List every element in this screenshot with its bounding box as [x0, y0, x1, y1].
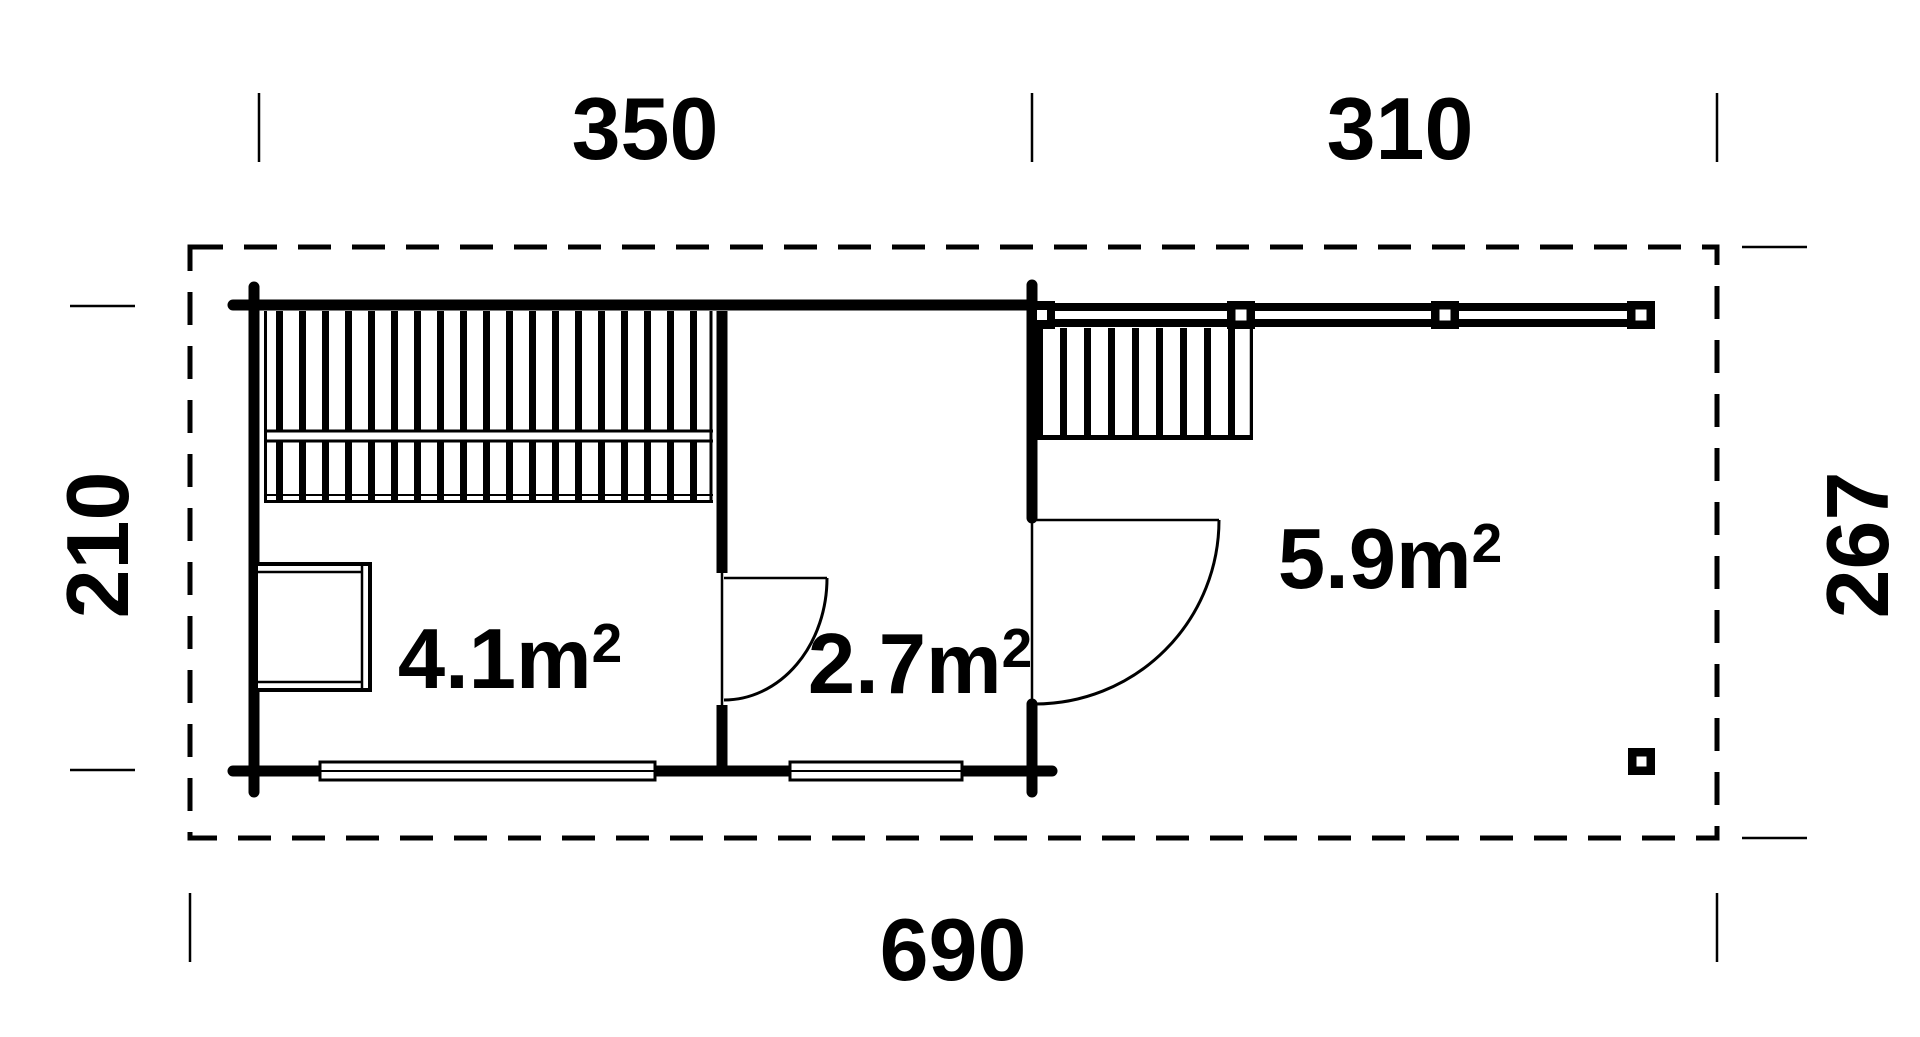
dimension-ticks	[70, 93, 1807, 962]
room-label-sauna-sup: 2	[592, 612, 623, 674]
room-label-terrace: 5.9m2	[1278, 512, 1502, 607]
room-label-sauna: 4.1m2	[398, 612, 622, 707]
dimension-label-right: 267	[1808, 472, 1907, 619]
terrace-corner-post	[1628, 748, 1655, 775]
room-label-terrace-base: 5.9m	[1278, 512, 1472, 607]
dimension-label-top-right: 310	[1327, 79, 1474, 178]
terrace-railing	[1028, 301, 1655, 329]
room-label-anteroom-sup: 2	[1002, 617, 1033, 679]
room-label-sauna-base: 4.1m	[398, 612, 592, 707]
bench-divider-band	[264, 431, 713, 442]
bench-hatch	[264, 311, 713, 503]
terrace-door	[1034, 518, 1221, 706]
walls	[227, 279, 1058, 798]
dimension-label-top-left: 350	[572, 79, 719, 178]
sauna-bench	[264, 311, 713, 503]
room-label-anteroom-base: 2.7m	[808, 617, 1002, 712]
railing-post-end-center	[1635, 309, 1647, 321]
room-label-terrace-sup: 2	[1472, 512, 1503, 574]
railing-post-1-center	[1235, 309, 1247, 321]
terrace-deck	[1037, 328, 1253, 440]
dimension-label-bottom: 690	[880, 900, 1027, 999]
railing-post-2-center	[1439, 309, 1451, 321]
interior-door	[723, 576, 829, 702]
sauna-heater	[254, 562, 372, 692]
terrace-door-swing-arc	[1034, 519, 1221, 706]
heater-outline	[254, 562, 372, 692]
plot-boundary-dashed	[187, 244, 1720, 841]
deck-hatch	[1037, 328, 1253, 435]
dimension-label-left: 210	[48, 472, 147, 619]
railing-post-junction-center	[1037, 310, 1047, 320]
windows	[318, 760, 964, 782]
terrace-corner-post-center	[1636, 756, 1647, 767]
interior-door-swing-arc	[723, 577, 829, 702]
room-label-anteroom: 2.7m2	[808, 617, 1032, 712]
